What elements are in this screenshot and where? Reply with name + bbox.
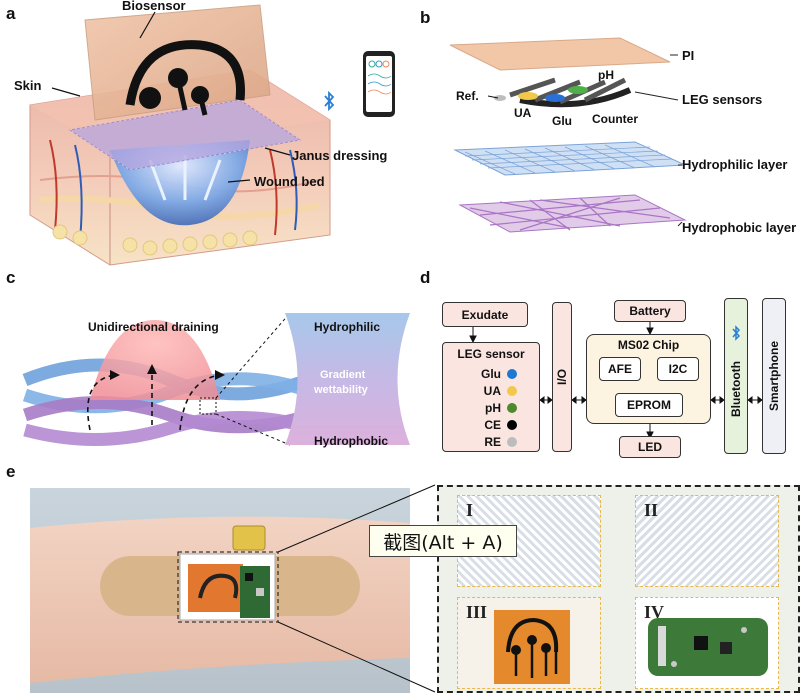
panel-c: Unidirectional draining Hydrophilic Grad…: [0, 280, 420, 460]
leg-sensor-title: LEG sensor: [457, 347, 525, 361]
re-dot-icon: [507, 436, 517, 447]
wettability-label: wettability: [314, 384, 368, 396]
analyte-row: RE: [443, 433, 517, 450]
battery-box: Battery: [614, 300, 686, 322]
block-diagram-connectors: [469, 322, 763, 440]
screenshot-tooltip: 截图(Alt + A): [369, 525, 517, 557]
unidirectional-draining-label: Unidirectional draining: [88, 320, 219, 334]
hydrophilic-layer-label: Hydrophilic layer: [682, 157, 788, 172]
io-box: I/O: [552, 302, 572, 452]
panel-d-letter: d: [420, 268, 431, 287]
arm-photo: [30, 488, 410, 693]
panel-b: PI LEG sensors Hydrophilic layer Hydroph…: [420, 0, 803, 270]
wettability-illustration: [22, 312, 410, 447]
glu-label: Glu: [552, 114, 572, 128]
inset-iii-label: III: [466, 602, 488, 622]
io-label: I/O: [554, 368, 569, 386]
counter-label: Counter: [592, 112, 638, 126]
ua-dot-icon: [507, 385, 517, 396]
leg-sensor-box: LEG sensor Glu UA pH CE RE: [442, 342, 540, 452]
i2c-box: I2C: [657, 357, 699, 381]
chip-box: MS02 Chip AFE I2C EPROM: [586, 334, 711, 424]
smartphone-box: Smartphone: [762, 298, 786, 454]
ref-label: Ref.: [456, 89, 479, 103]
analyte-row: CE: [443, 416, 517, 433]
gradient-label: Gradient: [320, 369, 366, 381]
analyte-re: RE: [484, 434, 501, 449]
inset-frame: I II III IV: [437, 485, 800, 693]
panel-a-letter: a: [6, 4, 16, 23]
smartphone-label: Smartphone: [767, 340, 782, 412]
hydrophilic-label: Hydrophilic: [314, 320, 381, 334]
leg-sensors-label: LEG sensors: [682, 92, 763, 107]
glu-dot-icon: [507, 368, 517, 379]
ua-label: UA: [514, 106, 532, 120]
inset-i-label: I: [466, 500, 474, 520]
analyte-ce: CE: [484, 417, 501, 432]
pi-label: PI: [682, 48, 695, 63]
wound-bed-label: Wound bed: [254, 174, 325, 189]
analyte-row: Glu: [443, 365, 517, 382]
analyte-row: UA: [443, 382, 517, 399]
analyte-row: pH: [443, 399, 517, 416]
analyte-ph: pH: [485, 400, 501, 415]
inset-ii-label: II: [644, 500, 659, 520]
bluetooth-icon: [732, 325, 741, 341]
ph-label: pH: [598, 68, 614, 82]
inset-ii: II: [635, 495, 779, 587]
zoom-lines: [277, 484, 436, 693]
hydrophobic-layer-label: Hydrophobic layer: [682, 220, 797, 235]
panel-d: Exudate LEG sensor Glu UA pH CE RE I/O B…: [436, 290, 803, 460]
panel-e: I II III IV: [0, 480, 803, 695]
ph-dot-icon: [507, 402, 517, 413]
afe-box: AFE: [599, 357, 641, 381]
hydrophobic-label: Hydrophobic: [314, 434, 388, 448]
skin-label: Skin: [14, 78, 42, 93]
chip-title: MS02 Chip: [617, 338, 680, 352]
biosensor-label: Biosensor: [122, 0, 186, 13]
analyte-glu: Glu: [481, 366, 501, 381]
ce-dot-icon: [507, 419, 517, 430]
eprom-box: EPROM: [615, 393, 683, 417]
panel-a: Biosensor Skin Janus dressing Wound bed: [0, 0, 410, 270]
led-box: LED: [619, 436, 681, 458]
inset-iii: III: [457, 597, 601, 689]
inset-iv-label: IV: [644, 602, 665, 622]
exudate-box: Exudate: [442, 302, 528, 327]
bluetooth-icon: [324, 90, 335, 112]
bluetooth-box: Bluetooth: [724, 298, 748, 454]
sensor-photo: [494, 610, 570, 684]
layer-stack-illustration: [449, 37, 687, 233]
smartphone-icon: [363, 51, 395, 117]
circuit-board-photo: [648, 618, 768, 676]
wound-illustration: [29, 4, 331, 266]
janus-dressing-label: Janus dressing: [292, 148, 388, 163]
analyte-ua: UA: [483, 383, 501, 398]
bluetooth-label: Bluetooth: [729, 361, 743, 417]
inset-iv: IV: [635, 597, 779, 689]
panel-b-letter: b: [420, 8, 431, 27]
panel-c-letter: c: [6, 268, 16, 287]
panel-e-letter: e: [6, 462, 16, 481]
